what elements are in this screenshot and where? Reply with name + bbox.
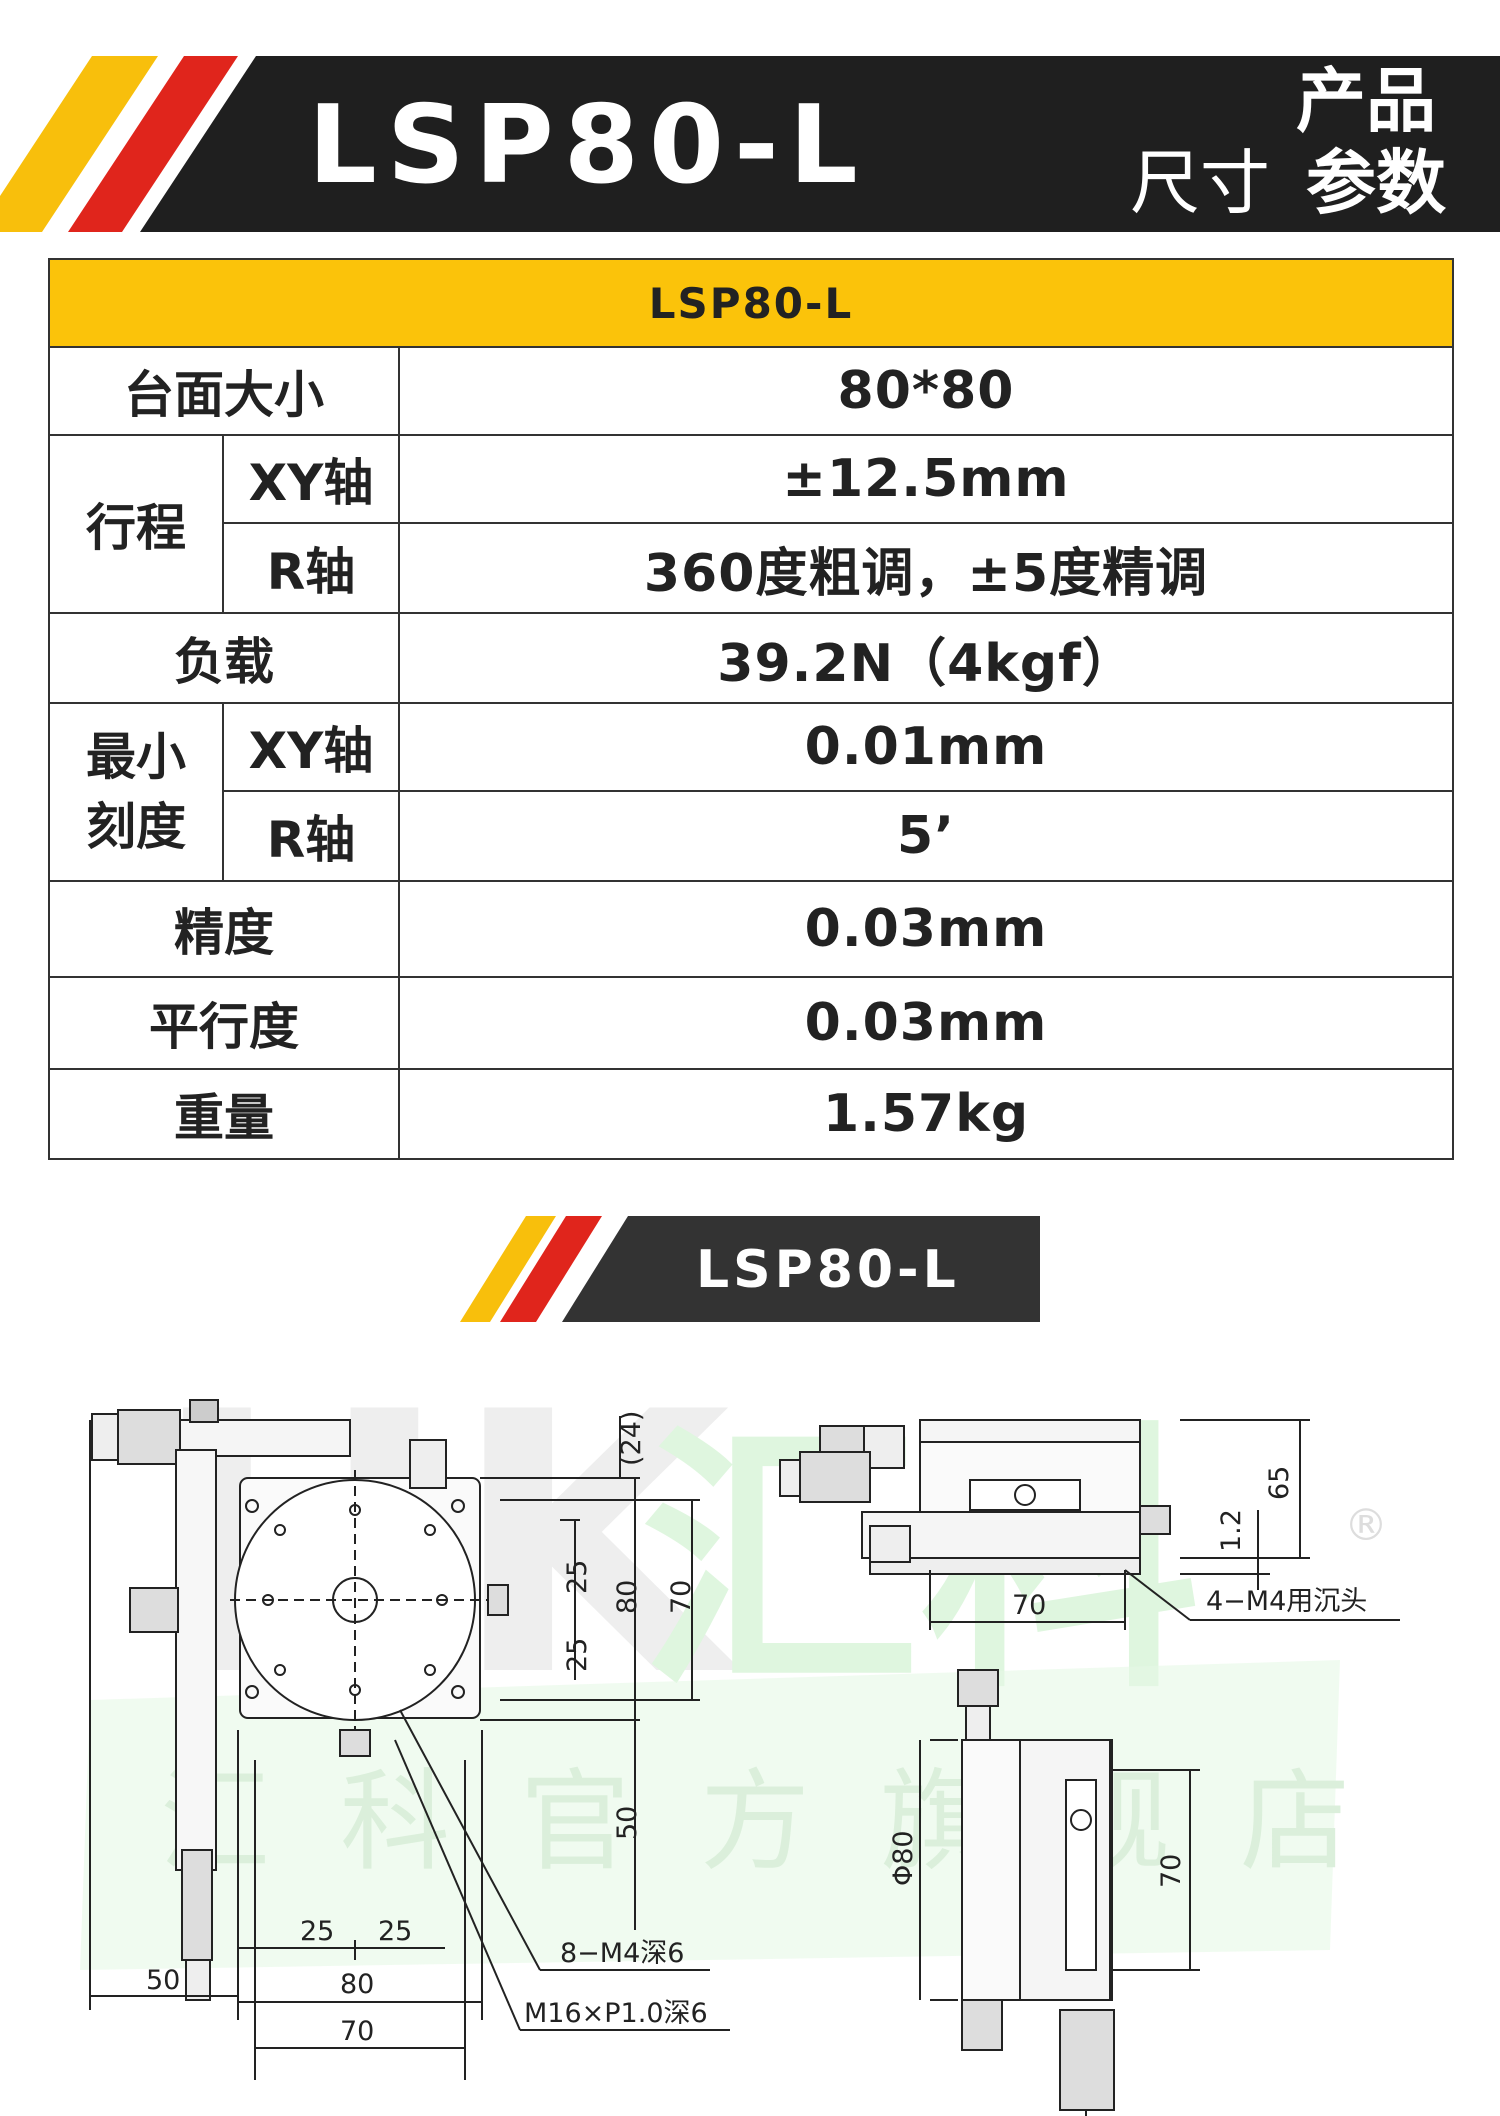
technical-drawing: HK 汇科 汇科官方旗舰店 ®	[80, 1336, 1420, 2116]
front-view	[919, 1669, 1200, 2116]
table-row: 最小 刻度 XY轴 0.01mm	[48, 702, 1454, 882]
spec-sub-min-scale-r: R轴	[222, 790, 400, 882]
dim-25-lower: 25	[562, 1638, 593, 1672]
side-view-dimensions: 1.2 65 70 4−M4用沉头	[1012, 1466, 1367, 1621]
table-row: R轴 360度粗调，±5度精调	[49, 522, 1454, 614]
product-model-title: LSP80-L	[308, 83, 868, 208]
dim-phi80: Φ80	[888, 1830, 919, 1886]
header-bar-graphic	[0, 56, 1500, 232]
dim-70-front: 70	[1156, 1854, 1187, 1888]
table-row: 台面大小 80*80	[48, 346, 1454, 436]
table-row: 负载 39.2N（4kgf）	[48, 612, 1454, 704]
dim-65: 65	[1264, 1466, 1295, 1500]
spec-value-parallelism: 0.03mm	[398, 976, 1454, 1070]
spec-label-accuracy: 精度	[48, 880, 400, 978]
spec-label-load: 负载	[48, 612, 400, 704]
table-row: R轴 5’	[49, 790, 1454, 882]
spec-value-travel-r: 360度粗调，±5度精调	[398, 522, 1454, 614]
dim-80-vertical: 80	[612, 1580, 643, 1614]
table-row: 重量 1.57kg	[48, 1068, 1454, 1160]
dim-70-vertical: 70	[666, 1580, 697, 1614]
top-view	[89, 1399, 730, 2080]
spec-value-load: 39.2N（4kgf）	[398, 612, 1454, 704]
table-row: 平行度 0.03mm	[48, 976, 1454, 1070]
spec-label-min-scale-line2: 刻度	[86, 798, 186, 856]
dim-80-horizontal: 80	[340, 1969, 374, 2000]
table-row: 精度 0.03mm	[48, 880, 1454, 978]
spec-label-weight: 重量	[48, 1068, 400, 1160]
section-title: LSP80-L	[696, 1240, 960, 1300]
spec-value-min-scale-r: 5’	[398, 790, 1454, 882]
spec-label-table-size: 台面大小	[48, 346, 400, 436]
spec-sub-min-scale-xy: XY轴	[222, 702, 400, 792]
header-caption-product: 产品	[1296, 60, 1436, 142]
spec-value-accuracy: 0.03mm	[398, 880, 1454, 978]
dim-25-upper: 25	[562, 1560, 593, 1594]
spec-label-parallelism: 平行度	[48, 976, 400, 1070]
watermark-text: 汇科官方旗舰店	[160, 1758, 1420, 1886]
spec-label-min-scale-line1: 最小	[86, 728, 186, 786]
spec-label-travel: 行程	[48, 434, 224, 614]
front-view-dimensions: Φ80 70	[888, 1830, 1187, 1888]
dim-70-horizontal: 70	[340, 2016, 374, 2047]
dim-1-2: 1.2	[1216, 1509, 1247, 1552]
spec-sub-travel-xy: XY轴	[222, 434, 400, 524]
spec-value-table-size: 80*80	[398, 346, 1454, 436]
dim-50-horizontal: 50	[146, 1965, 180, 1996]
registered-mark: ®	[1344, 1500, 1388, 1551]
spec-value-travel-xy: ±12.5mm	[398, 434, 1454, 524]
note-8-m4: 8−M4深6	[560, 1938, 684, 1969]
side-view	[779, 1419, 1400, 1630]
header-caption-size: 尺寸	[1130, 142, 1270, 224]
spec-value-weight: 1.57kg	[398, 1068, 1454, 1160]
section-tag-graphic	[460, 1216, 1040, 1322]
dim-24: (24)	[616, 1411, 647, 1466]
dim-50-vertical: 50	[612, 1806, 643, 1840]
note-4-m4: 4−M4用沉头	[1206, 1586, 1367, 1617]
spec-label-min-scale: 最小 刻度	[48, 702, 224, 882]
dim-25-right: 25	[378, 1916, 412, 1947]
note-m16: M16×P1.0深6	[524, 1998, 708, 2029]
header-banner: LSP80-L 产品 尺寸 参数	[0, 0, 1500, 260]
table-header-cell: LSP80-L	[48, 258, 1454, 348]
dim-25-left: 25	[300, 1916, 334, 1947]
spec-table: LSP80-L 台面大小 80*80 行程 XY轴 ±12.5mm R轴 360…	[48, 258, 1454, 1160]
header-caption-params: 参数	[1306, 142, 1446, 224]
top-view-dimensions: (24) 25 25 80 70 50 25 25 50 80 70 8−M4深…	[146, 1411, 708, 2047]
table-row: 行程 XY轴 ±12.5mm	[48, 434, 1454, 614]
spec-sub-travel-r: R轴	[222, 522, 400, 614]
spec-value-min-scale-xy: 0.01mm	[398, 702, 1454, 792]
dim-70-side: 70	[1012, 1590, 1046, 1621]
table-header-row: LSP80-L	[48, 258, 1454, 348]
